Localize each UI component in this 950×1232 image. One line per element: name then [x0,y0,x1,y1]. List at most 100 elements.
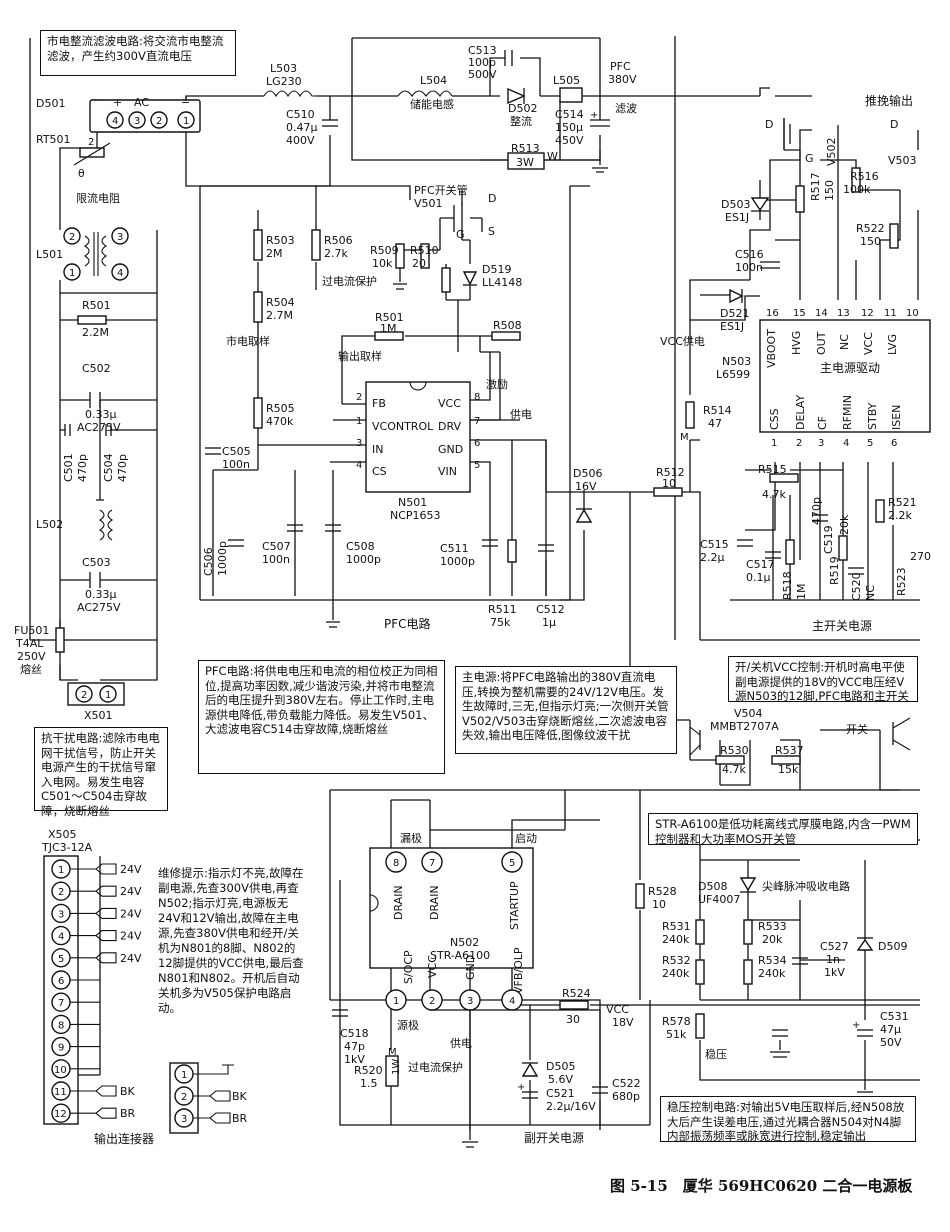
rt501-theta: θ [78,167,85,180]
overcurrent-label: 过电流保护 [322,274,377,288]
vcc-supply-label: VCC供电 [660,334,705,348]
n503-pin-vcc: VCC [862,332,875,355]
r522-value: 150 [860,235,881,248]
c510: C510 0.47μ 400V [286,108,338,147]
energy-inductor-label: 储能电感 [410,97,454,111]
svg-text:1: 1 [69,268,75,279]
r515-label: R515 [758,463,787,476]
c506-label: C506 [202,547,215,576]
current-limit-label: 限流电阻 [76,191,120,205]
source-label: 源极 [397,1018,419,1032]
n501-num-7: 7 [474,416,480,427]
n501-pin-vcc: VCC [438,397,461,410]
v501-label: V501 [414,197,443,210]
standby-label: 副开关电源 [524,1131,584,1145]
n502-chip: 8 7 5 DRAIN DRAIN STARTUP N502 STR-A6100… [369,831,537,1050]
n503-num-3: 3 [818,438,824,449]
c507-value: 100n [262,553,290,566]
x505-pin-plug [70,930,117,942]
fu501-value: T4AL [15,637,44,650]
d505-label: D505 [546,1060,575,1073]
x505-value: TJC3-12A [41,841,93,854]
x505-pin-number: 12 [54,1109,67,1120]
r510-value: 20 [412,257,426,270]
r528-label: R528 [648,885,677,898]
r518-value: 1M [795,584,808,601]
r513-label: R513 [511,142,540,155]
r517-label: R517 [809,172,822,201]
r520-m: M [388,1047,397,1058]
n502-pin-drain2: DRAIN [428,885,441,920]
c515-label: C515 [700,538,729,551]
drain-label: 漏极 [400,831,422,845]
c510-value: 0.47μ [286,121,318,134]
c501-label: C501 [62,453,75,482]
n503-num-14: 14 [815,308,828,319]
main-switch-label: 主开关电源 [812,619,872,633]
rt501-label: RT501 [36,133,71,146]
x505-pin-label: 24V [120,952,142,965]
r522-label: R522 [856,222,885,235]
r531-value: 240k [662,933,690,946]
x501-label: X501 [84,709,113,722]
n503-peripherals: R515 4.7k C515 2.2μ C517 0.1μ R518 1M C5… [700,463,931,633]
d521-label: D521 [720,307,749,320]
aux-pin-number: 2 [181,1092,187,1103]
r537-label: R537 [775,744,804,757]
r504-label: R504 [266,296,295,309]
n503-num-11: 11 [884,308,897,319]
c527-label: C527 [820,940,849,953]
r521-value: 2.2k [888,509,912,522]
n501-part: NCP1653 [390,509,441,522]
pfc-section-label: PFC电路 [384,616,431,631]
r513-value: 3W [516,156,534,169]
x505-pin-plug [70,952,117,964]
c513-voltage: 500V [468,68,497,81]
bridge-d501: 4 3 2 1 AC + − D501 [36,96,201,133]
n503-part: L6599 [716,368,750,381]
x505-pin-number: 2 [58,887,64,898]
d506-r512: D506 16V R512 10 R514 47 M VCC供电 [573,334,732,523]
r534-label: R534 [758,954,787,967]
switch-label: 开关 [846,722,868,736]
n503-pin-out: OUT [815,331,828,355]
note-regulation: 稳压控制电路:对输出5V电压取样后,经N508放大后产生误差电压,通过光耦合器N… [660,1096,916,1143]
n501-pin-vcontrol: VCONTROL [372,420,434,433]
pfc-output: PFC 380V + C514 150μ 450V 滤波 R513 3W W [507,60,637,170]
n503-pin-nc: NC [838,334,851,350]
r516-value: 100k [843,183,871,196]
c504-label: C504 [102,453,115,482]
svg-text:3: 3 [117,232,123,243]
r528-value: 10 [652,898,666,911]
d509-label: D509 [878,940,907,953]
r510-label: R510 [410,244,439,257]
x505-pin-plug [70,885,117,897]
n502-num-3: 3 [467,996,473,1007]
supply-label-pfc: 供电 [510,407,532,421]
c513-label: C513 [468,44,497,57]
output-connector-label: 输出连接器 [94,1131,154,1146]
r501-label: R501 [82,299,111,312]
x501: 2 1 X501 [67,682,125,722]
n503-num-12: 12 [861,308,874,319]
v503-label: V503 [888,154,917,167]
d501-label: D501 [36,97,65,110]
c531-plus: + [852,1020,860,1031]
n501-num-1: 1 [356,416,362,427]
main-push-pull: 推挽输出 D G V502 D V503 D503 ES1J R517 150 … [720,93,917,333]
r511-label: R511 [488,603,517,616]
aux-pin-plug [193,1112,231,1124]
r519-value: 20k [838,514,851,535]
bridge-minus: − [181,96,190,109]
v501: PFC开关管 V501 D G S [414,183,496,241]
n502-num-2: 2 [429,996,435,1007]
c527-voltage: 1kV [824,966,845,979]
n501-chip: FB VCONTROL IN CS VCC DRV GND VIN 2 1 3 … [356,377,532,631]
c518-voltage: 1kV [344,1053,365,1066]
r518-label: R518 [781,571,794,600]
x501-pin-1: 1 [105,690,111,701]
r534-value: 240k [758,967,786,980]
d505-value: 5.6V [548,1073,573,1086]
x505-pin-label: BR [120,1107,136,1120]
x505-pin-number: 10 [54,1065,67,1076]
